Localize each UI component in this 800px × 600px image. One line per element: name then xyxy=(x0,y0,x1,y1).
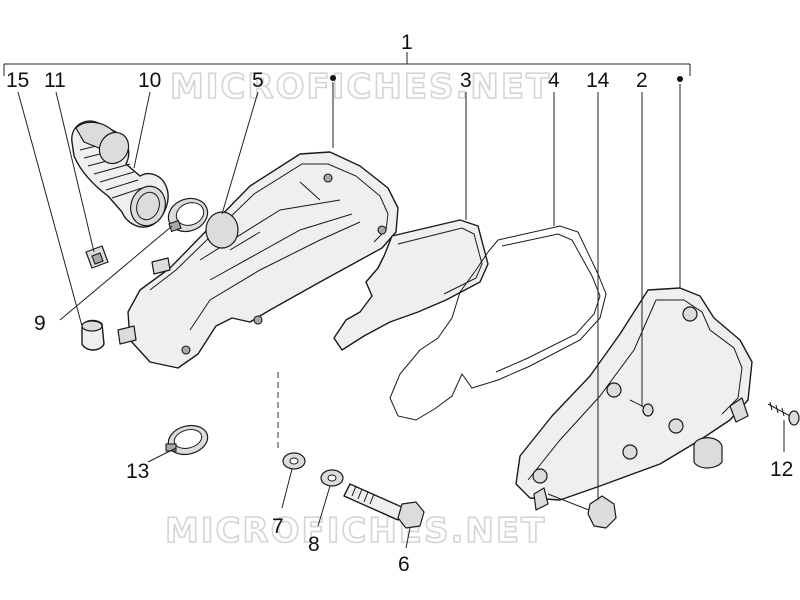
knob-bolt-14[interactable] xyxy=(547,493,617,529)
air-box-cover[interactable] xyxy=(515,287,753,501)
callout-12: 12 xyxy=(770,458,793,481)
watermark-bottom: MICROFICHES.NET xyxy=(165,511,546,551)
callout-3: 3 xyxy=(460,69,472,92)
air-box-lower-housing[interactable] xyxy=(117,151,399,369)
callout-8: 8 xyxy=(308,533,320,556)
callout-14: 14 xyxy=(586,69,610,92)
seal-gasket[interactable] xyxy=(389,225,607,421)
hose-clamp-upper[interactable] xyxy=(164,193,213,237)
assembly-bracket xyxy=(3,52,691,82)
callout-7: 7 xyxy=(272,515,284,538)
callout-6: 6 xyxy=(398,553,410,576)
callout-9: 9 xyxy=(34,312,46,335)
bolt-6[interactable] xyxy=(343,483,425,529)
washer-8[interactable] xyxy=(320,469,344,487)
washer-7[interactable] xyxy=(282,452,306,470)
leader-lines xyxy=(17,82,785,549)
callout-11: 11 xyxy=(44,69,66,92)
clip-part[interactable] xyxy=(85,245,109,269)
screw-12[interactable] xyxy=(767,401,800,426)
callout-1: 1 xyxy=(401,31,413,54)
callout-5: 5 xyxy=(252,69,264,92)
bracket-dot-right xyxy=(677,76,683,82)
drain-tube[interactable] xyxy=(533,487,549,511)
callout-10: 10 xyxy=(138,69,161,92)
watermark-top: MICROFICHES.NET xyxy=(170,67,551,107)
filter-element[interactable] xyxy=(333,219,489,351)
callout-4: 4 xyxy=(548,69,560,92)
intake-hose[interactable] xyxy=(71,120,171,230)
callout-15: 15 xyxy=(6,69,29,92)
callout-13: 13 xyxy=(126,460,149,483)
callout-2: 2 xyxy=(636,69,648,92)
rubber-cap[interactable] xyxy=(81,319,105,351)
screw-2[interactable] xyxy=(629,399,654,417)
bracket-dot-left xyxy=(330,75,336,81)
callout-numbers: 1 15 11 10 5 3 4 14 2 9 13 12 7 8 6 xyxy=(6,31,793,576)
hose-clamp-lower[interactable] xyxy=(165,421,211,458)
